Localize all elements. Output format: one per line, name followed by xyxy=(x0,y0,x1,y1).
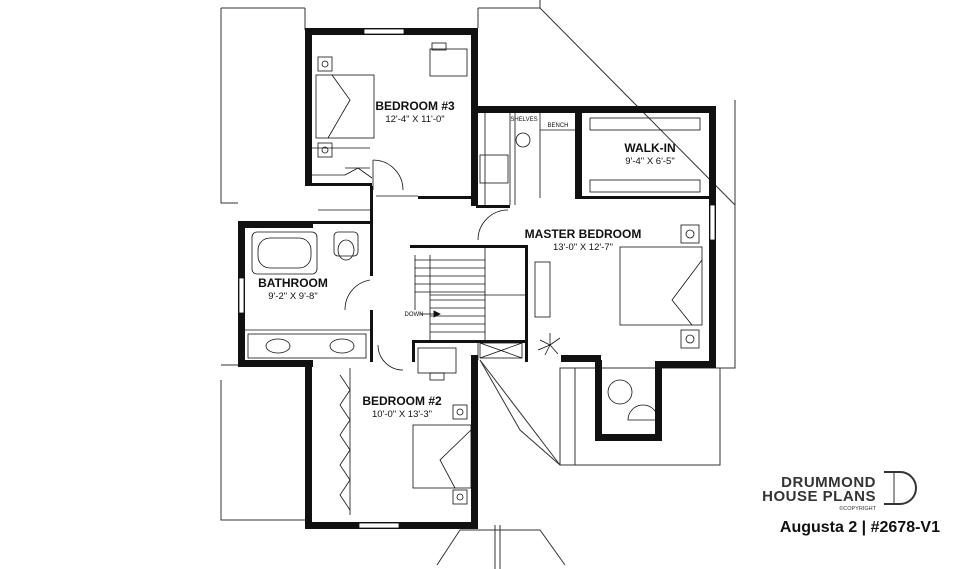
room-dims-bedroom3: 12'-4" X 11'-0" xyxy=(385,114,444,125)
brand-logo: DRUMMOND HOUSE PLANS ©COPYRIGHT xyxy=(762,471,917,512)
brand-name-line1: DRUMMOND xyxy=(781,474,876,491)
room-dims-walkin: 9'-4" X 6'-5" xyxy=(625,156,674,167)
label-shelves: SHELVES xyxy=(510,117,537,123)
room-dims-bathroom: 9'-2" X 9'-8" xyxy=(268,291,317,302)
room-label-master: MASTER BEDROOM xyxy=(525,227,642,241)
doors xyxy=(312,159,509,371)
room-label-bedroom3: BEDROOM #3 xyxy=(375,99,455,113)
windows xyxy=(238,28,716,529)
staircase xyxy=(415,259,485,333)
brand-name-line2: HOUSE PLANS xyxy=(762,488,876,505)
room-label-bathroom: BATHROOM xyxy=(258,276,328,290)
furniture xyxy=(247,42,703,515)
plant-icon xyxy=(537,333,561,356)
room-label-walkin: WALK-IN xyxy=(624,141,675,155)
room-dims-master: 13'-0" X 12'-7" xyxy=(553,242,613,253)
brand-copyright: ©COPYRIGHT xyxy=(839,505,876,512)
label-bench: BENCH xyxy=(547,123,568,129)
plan-id: Augusta 2 | #2678-V1 xyxy=(780,519,940,536)
room-label-bedroom2: BEDROOM #2 xyxy=(362,394,442,408)
label-down: DOWN xyxy=(405,312,424,318)
room-dims-bedroom2: 10'-0" X 13'-3" xyxy=(372,409,432,420)
logo-d-icon xyxy=(884,471,917,505)
